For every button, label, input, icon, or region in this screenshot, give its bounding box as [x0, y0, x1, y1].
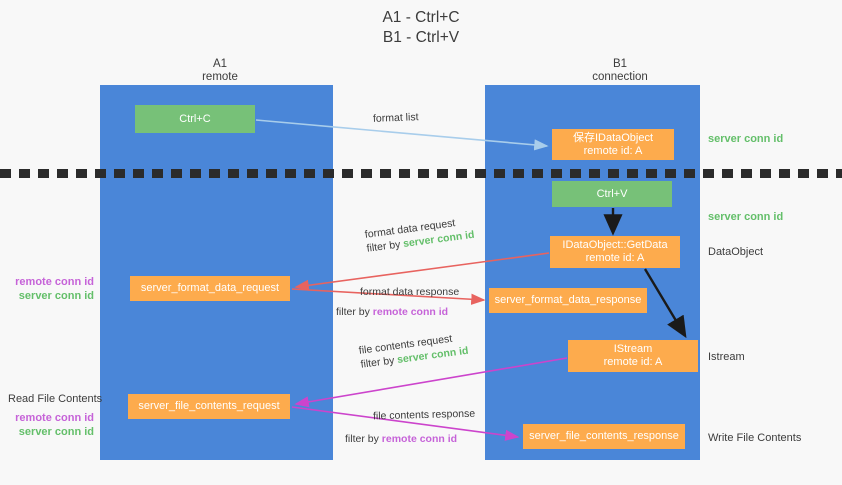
column-b1-name: B1 — [612, 58, 628, 70]
label-server-conn-id-top: server conn id — [708, 133, 784, 145]
box-save-idataobject[interactable]: 保存IDataObject remote id: A — [552, 129, 674, 160]
label-remote-conn-id-file: remote conn id — [15, 412, 94, 424]
label-server-conn-id-second: server conn id — [708, 211, 784, 223]
label-read-file-contents: Read File Contents — [8, 393, 103, 405]
caption-format-list: format list — [372, 111, 419, 125]
caption-file-contents-request-filter-prefix: filter by — [359, 354, 398, 371]
column-a1-role: remote — [202, 71, 238, 83]
box-ctrl-c-label: Ctrl+C — [179, 112, 211, 125]
box-istream-subtext: remote id: A — [603, 356, 663, 368]
caption-file-contents-response-filter-prefix: filter by — [345, 433, 382, 445]
caption-format-data-response-filter-prefix: filter by — [336, 306, 373, 318]
column-a1-name: A1 — [212, 58, 228, 70]
label-dataobject: DataObject — [708, 246, 764, 258]
title-line-2: B1 - Ctrl+V — [382, 29, 460, 46]
box-idataobject-getdata-subtext: remote id: A — [585, 252, 645, 264]
box-server-file-contents-response-label: server_file_contents_response — [529, 430, 679, 442]
box-server-file-contents-request-label: server_file_contents_request — [138, 400, 280, 412]
label-istream: Istream — [708, 351, 745, 363]
caption-format-data-response-filter: filter by remote conn id — [336, 305, 448, 319]
box-server-format-data-response-label: server_format_data_response — [494, 294, 642, 306]
caption-file-contents-request: file contents request filter by server c… — [358, 330, 469, 372]
box-idataobject-getdata-label: IDataObject::GetData — [562, 239, 668, 251]
caption-file-contents-response-filter: filter by remote conn id — [345, 432, 457, 446]
label-group-conn-ids-file: remote conn id server conn id — [8, 411, 94, 439]
title-line-1: A1 - Ctrl+C — [382, 9, 460, 26]
label-server-conn-id-format: server conn id — [18, 290, 94, 302]
phase-separator-dashed-line — [0, 169, 842, 178]
label-remote-conn-id-format: remote conn id — [15, 276, 94, 288]
caption-format-data-request-filter-prefix: filter by — [365, 238, 404, 255]
caption-format-data-response-filter-value: remote conn id — [372, 306, 449, 318]
box-save-idataobject-subtext: remote id: A — [583, 144, 643, 157]
box-server-format-data-response[interactable]: server_format_data_response — [489, 288, 647, 313]
box-ctrl-v-label: Ctrl+V — [596, 187, 628, 200]
column-header-a1: A1 remote — [130, 58, 310, 84]
label-server-conn-id-file: server conn id — [18, 426, 94, 438]
box-server-file-contents-request[interactable]: server_file_contents_request — [128, 394, 290, 419]
box-save-idataobject-label: 保存IDataObject — [572, 131, 654, 144]
caption-file-contents-response: file contents response — [372, 407, 476, 423]
diagram-title: A1 - Ctrl+C B1 - Ctrl+V — [0, 8, 842, 48]
box-server-format-data-request[interactable]: server_format_data_request — [130, 276, 290, 301]
box-server-format-data-request-label: server_format_data_request — [140, 282, 280, 294]
caption-file-contents-response-filter-value: remote conn id — [381, 433, 458, 445]
column-header-b1: B1 connection — [530, 58, 710, 84]
label-write-file-contents: Write File Contents — [708, 432, 802, 444]
box-server-file-contents-response[interactable]: server_file_contents_response — [523, 424, 685, 449]
box-idataobject-getdata[interactable]: IDataObject::GetData remote id: A — [550, 236, 680, 268]
box-ctrl-v[interactable]: Ctrl+V — [552, 181, 672, 207]
caption-format-data-request: format data request filter by server con… — [364, 214, 475, 256]
box-ctrl-c[interactable]: Ctrl+C — [135, 105, 255, 133]
label-group-conn-ids-format: remote conn id server conn id — [8, 275, 94, 303]
box-istream-label: IStream — [613, 343, 653, 355]
caption-format-data-response: format data response — [360, 286, 460, 298]
column-b1-role: connection — [592, 71, 648, 83]
box-istream[interactable]: IStream remote id: A — [568, 340, 698, 372]
